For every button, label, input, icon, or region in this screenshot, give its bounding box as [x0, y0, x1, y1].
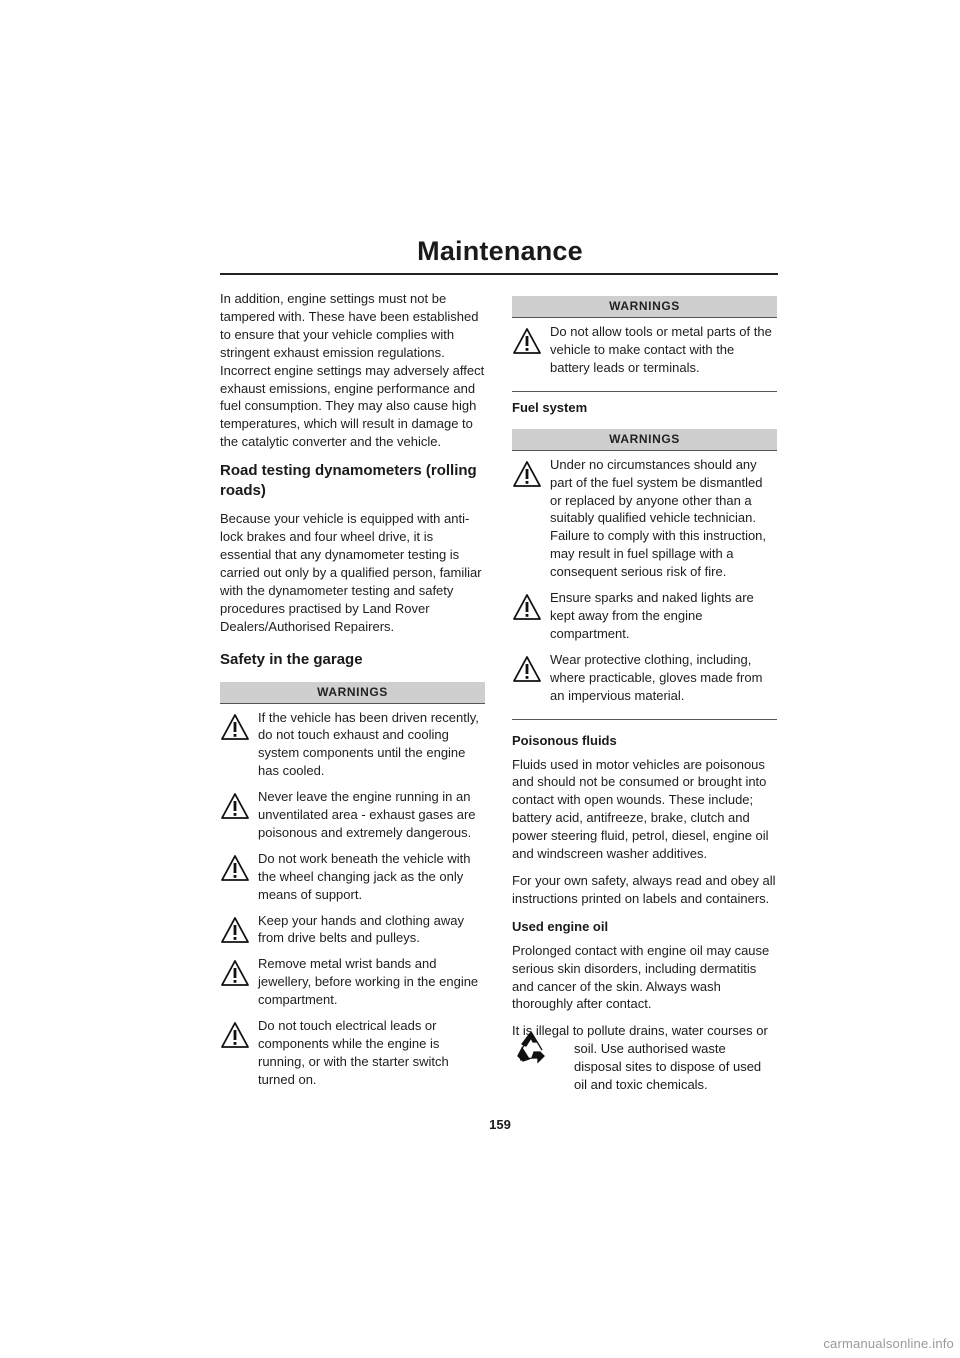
warnings-header: WARNINGS	[512, 296, 777, 317]
warning-triangle-icon	[220, 713, 256, 745]
heading-poisonous-fluids: Poisonous fluids	[512, 732, 617, 748]
warnings-box-fuel: WARNINGS Under no circumstances should a…	[512, 428, 777, 720]
warnings-header-rule	[512, 449, 777, 451]
dynamometer-paragraph: Because your vehicle is equipped with an…	[220, 511, 482, 634]
environment-text: It is illegal to pollute drains, water c…	[512, 1023, 768, 1093]
intro-paragraph: In addition, engine settings must not be…	[220, 291, 485, 450]
warnings-header-rule	[220, 702, 485, 704]
warning-triangle-icon	[512, 655, 548, 687]
poison-paragraph-2: For your own safety, always read and obe…	[512, 872, 776, 906]
warning-triangle-icon	[220, 854, 256, 886]
warning-item: Do not allow tools or metal parts of the…	[512, 323, 777, 377]
warning-text: Remove metal wrist bands and jewellery, …	[258, 956, 479, 1008]
warning-triangle-icon	[220, 1021, 256, 1053]
website-watermark: carmanualsonline.info	[823, 1336, 954, 1351]
page-number: 159	[489, 1117, 511, 1132]
warning-text: Never leave the engine running in an unv…	[258, 789, 476, 840]
warning-item: Wear protective clothing, including, whe…	[512, 651, 777, 705]
warnings-box-battery: WARNINGS Do not allow tools or metal par…	[512, 296, 777, 392]
warning-item: Never leave the engine running in an unv…	[220, 788, 485, 842]
heading-used-engine-oil: Used engine oil	[512, 918, 609, 934]
warning-triangle-icon	[512, 460, 548, 492]
warning-text: Under no circumstances should any part o…	[550, 456, 767, 580]
warning-text: Wear protective clothing, including, whe…	[550, 651, 763, 703]
warning-item: Remove metal wrist bands and jewellery, …	[220, 955, 485, 1009]
right-column: WARNINGS Do not allow tools or metal par…	[512, 296, 777, 1094]
warning-item: Under no circumstances should any part o…	[512, 456, 777, 581]
heading-fuel-system: Fuel system	[512, 399, 588, 415]
warning-triangle-icon	[220, 792, 256, 824]
warning-text: If the vehicle has been driven recently,…	[258, 709, 479, 779]
warning-triangle-icon	[220, 959, 256, 991]
title-rule	[220, 273, 778, 275]
left-column: In addition, engine settings must not be…	[220, 290, 485, 1103]
warning-text: Do not allow tools or metal parts of the…	[550, 324, 772, 375]
warning-text: Do not work beneath the vehicle with the…	[258, 850, 471, 902]
oil-paragraph: Prolonged contact with engine oil may ca…	[512, 942, 770, 1012]
poison-paragraph: Fluids used in motor vehicles are poison…	[512, 756, 769, 862]
warning-item: Do not work beneath the vehicle with the…	[220, 850, 485, 904]
heading-safety-garage: Safety in the garage	[220, 650, 363, 668]
warning-triangle-icon	[512, 593, 548, 625]
warnings-header: WARNINGS	[512, 428, 777, 450]
warning-text: Keep your hands and clothing away from d…	[258, 912, 464, 946]
warning-text: Ensure sparks and naked lights are kept …	[550, 590, 754, 641]
warning-item: Ensure sparks and naked lights are kept …	[512, 589, 777, 643]
warnings-header-rule	[512, 317, 777, 318]
page-title: Maintenance	[417, 236, 583, 266]
environment-note: It is illegal to pollute drains, water c…	[512, 1022, 777, 1094]
warning-item: Keep your hands and clothing away from d…	[220, 912, 485, 948]
heading-dynamometers: Road testing dynamometers (rolling roads…	[220, 462, 477, 500]
warnings-header: WARNINGS	[220, 681, 485, 703]
warning-text: Do not touch electrical leads or compone…	[258, 1018, 449, 1087]
recycle-icon	[512, 1028, 570, 1066]
warning-item: Do not touch electrical leads or compone…	[220, 1017, 485, 1089]
warning-triangle-icon	[220, 916, 256, 948]
warnings-box-garage: WARNINGS If the vehicle has been driven …	[220, 681, 485, 1103]
warning-triangle-icon	[512, 327, 548, 359]
warning-item: If the vehicle has been driven recently,…	[220, 709, 485, 781]
